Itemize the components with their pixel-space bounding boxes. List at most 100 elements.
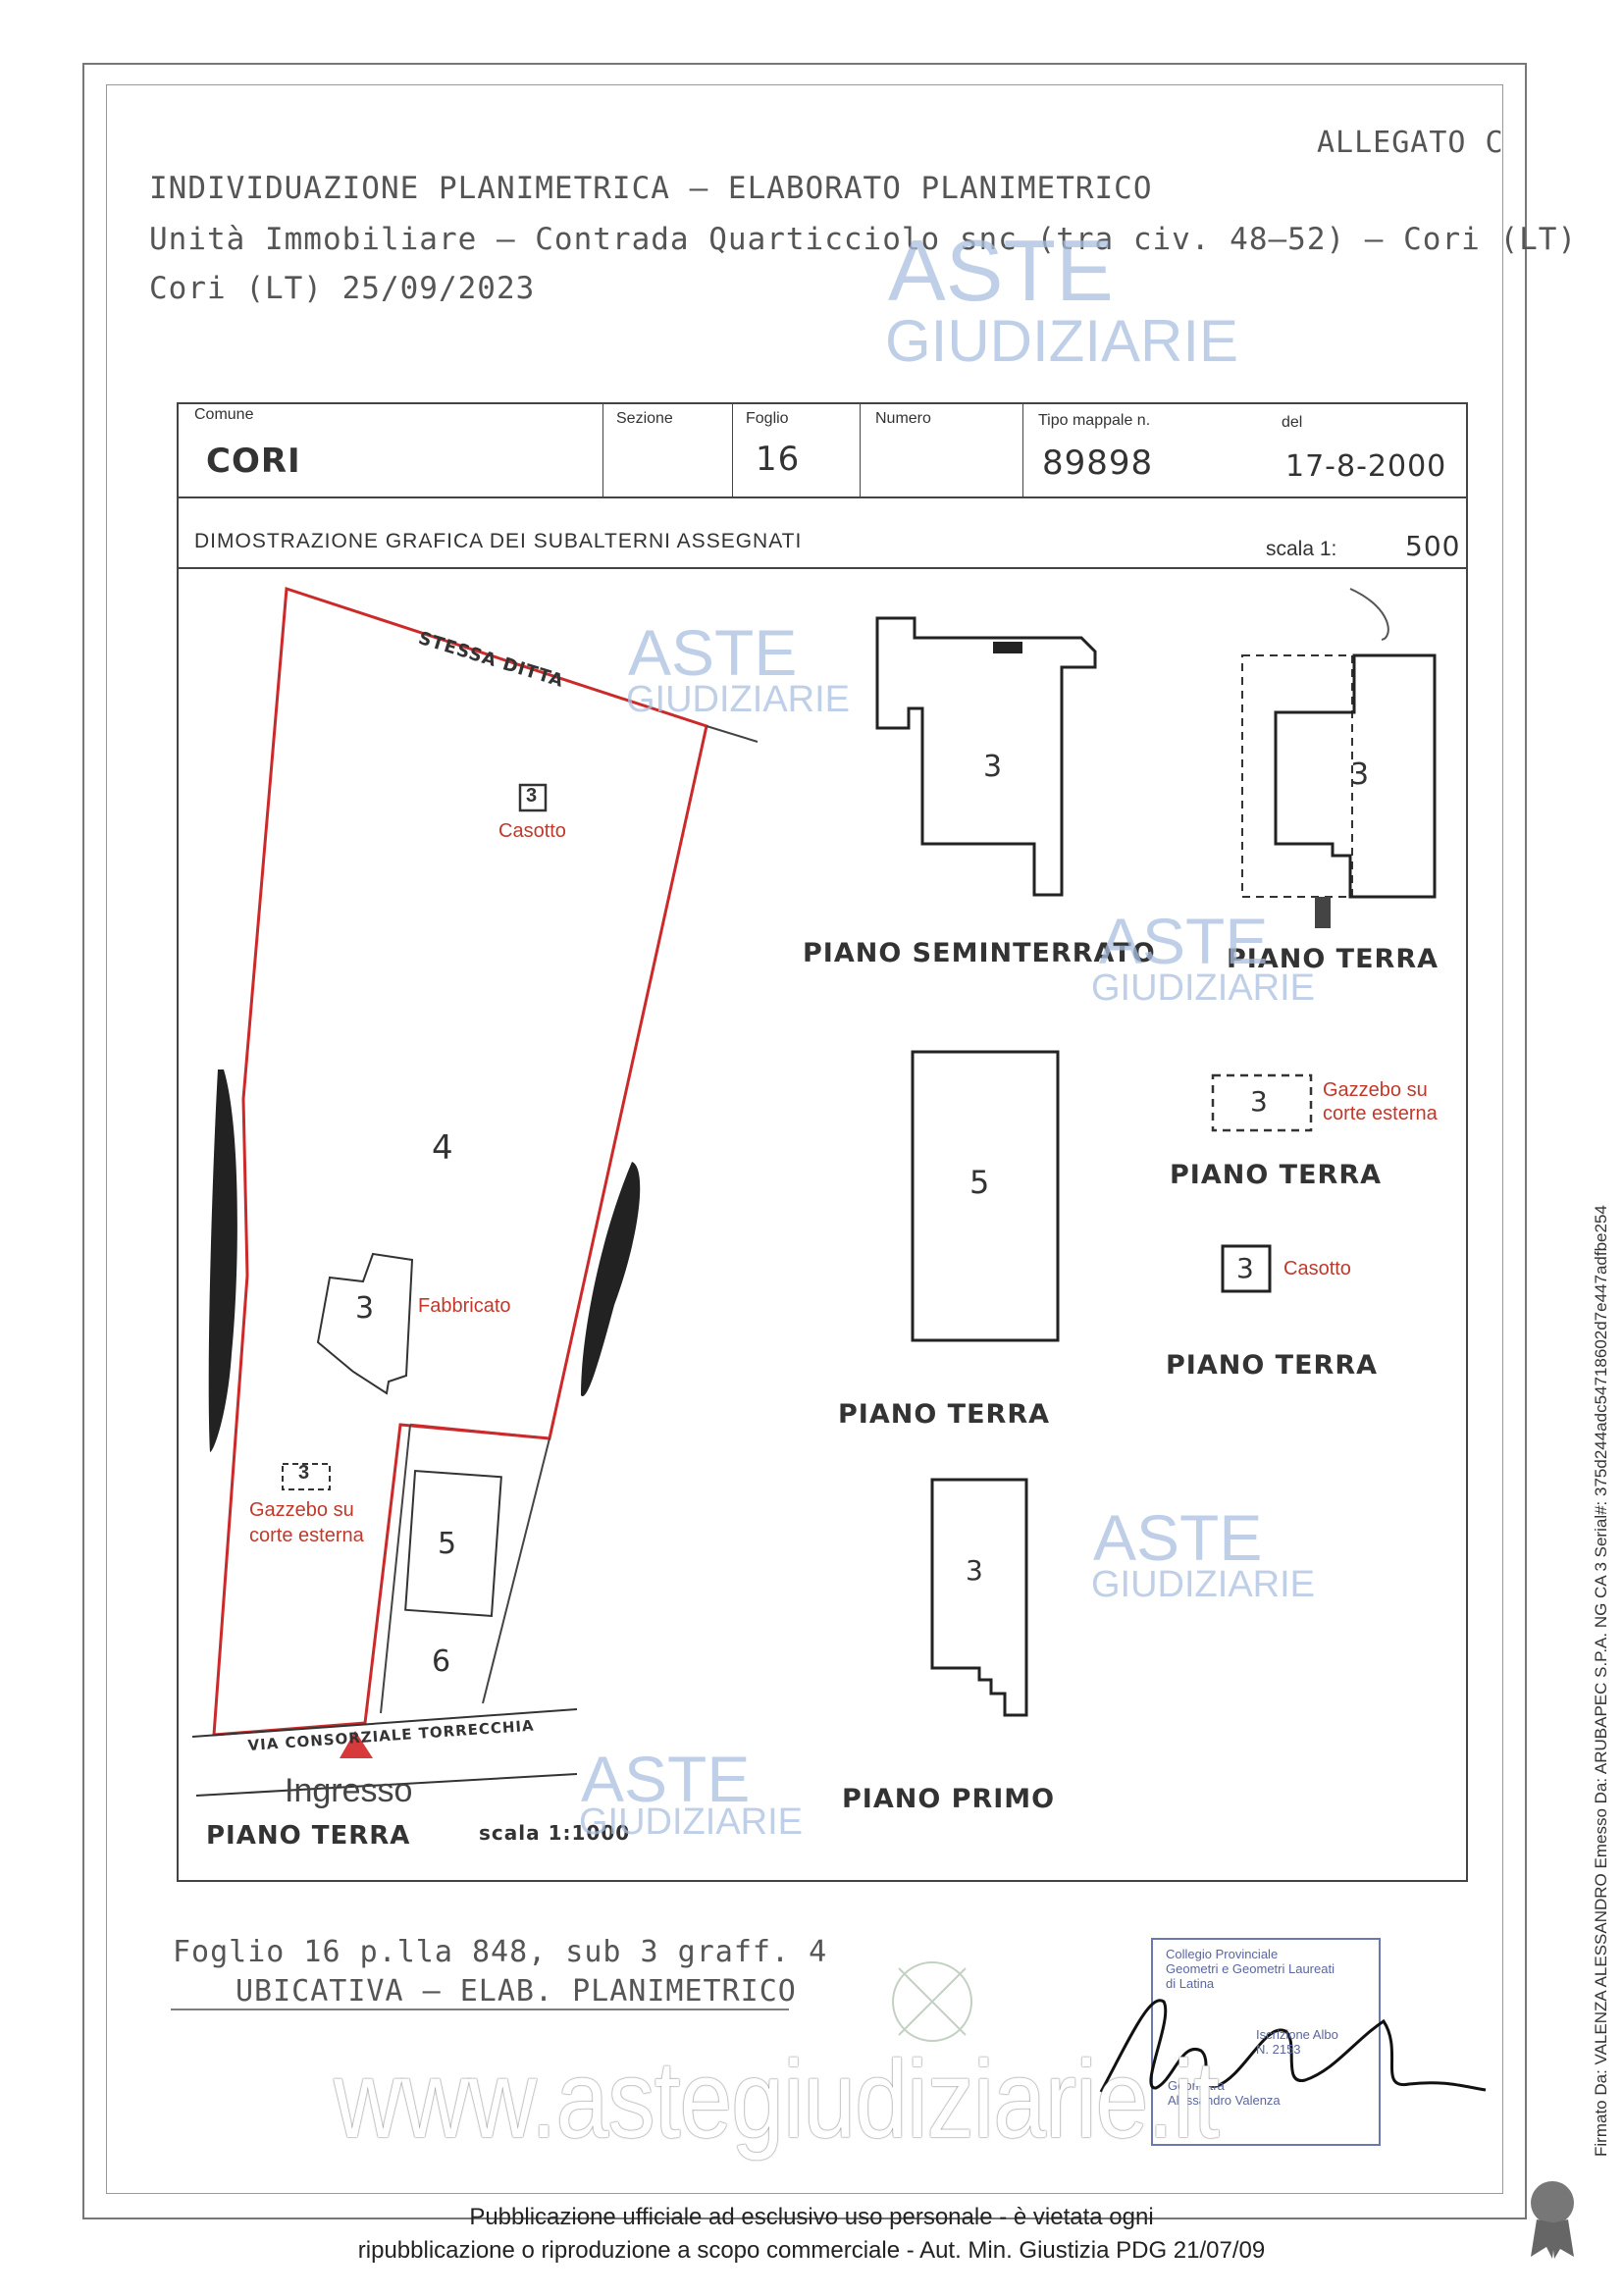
footer-line-2: ripubblicazione o riproduzione a scopo c… — [357, 2237, 1266, 2264]
table-col-divider — [602, 402, 603, 496]
primo-label: PIANO PRIMO — [842, 1784, 1056, 1814]
hedge-right — [581, 1162, 641, 1397]
plan-terra-5 — [911, 1050, 1060, 1342]
lot-boundary — [212, 586, 708, 1737]
attachment-label: ALLEGATO C — [1317, 126, 1504, 160]
gazebo-site-label-2: corte esterna — [249, 1525, 364, 1546]
terra-5-number: 5 — [969, 1164, 991, 1201]
plan-terra-dashed-outline — [1241, 654, 1353, 898]
fabbricato-label: Fabbricato — [418, 1295, 511, 1317]
watermark-aste-3: ASTE — [1093, 1501, 1263, 1574]
seal-icon — [1531, 2181, 1574, 2259]
gazebo-plan-label-1: Gazzebo su — [1323, 1079, 1428, 1101]
tipo-mappale-label: Tipo mappale n. — [1038, 412, 1151, 429]
boundary-extension — [706, 725, 759, 743]
primo-number: 3 — [966, 1554, 984, 1587]
inner-frame — [106, 84, 1503, 2194]
table-divider — [177, 496, 1468, 498]
cadastral-table — [177, 402, 1468, 1882]
caption-line-2: UBICATIVA – ELAB. PLANIMETRICO — [236, 1974, 797, 2009]
section-title: DIMOSTRAZIONE GRAFICA DEI SUBALTERNI ASS… — [194, 530, 803, 552]
watermark-giudiziarie-1: GIUDIZIARIE — [626, 679, 851, 720]
foglio-label: Foglio — [746, 410, 789, 427]
casotto-site-label: Casotto — [498, 820, 566, 842]
digital-signature-info: Firmato Da: VALENZA ALESSANDRO Emesso Da… — [1592, 1205, 1610, 2157]
lot-6-label: 6 — [432, 1644, 452, 1679]
compass-icon — [892, 1961, 972, 2042]
stamp-text-3: Geometra Alessandro Valenza — [1168, 2078, 1281, 2108]
road-line-bottom — [195, 1773, 578, 1797]
comune-label: Comune — [194, 406, 254, 423]
stamp-line: di Latina — [1166, 1976, 1215, 1991]
terra-5-label: PIANO TERRA — [838, 1399, 1051, 1430]
plan-primo — [930, 1478, 1028, 1717]
entrance-label: Ingresso — [285, 1772, 413, 1809]
lot-6-line — [380, 1424, 411, 1714]
terra-c-label: PIANO TERRA — [1166, 1350, 1379, 1381]
stamp-text: Collegio Provinciale Geometri e Geometri… — [1166, 1947, 1335, 1991]
seminterrato-number: 3 — [983, 750, 1004, 784]
watermark-site: www.astegiudiziarie.it — [334, 2038, 1220, 2161]
site-floor-label: PIANO TERRA — [206, 1821, 411, 1851]
gazebo-site-label-1: Gazzebo su — [249, 1499, 354, 1521]
plan-gazebo — [1211, 1073, 1313, 1132]
stamp-line: Geometra — [1168, 2078, 1225, 2093]
site-scale-label: scala 1:1000 — [479, 1821, 631, 1845]
stamp-line: Iscrizione Albo — [1256, 2027, 1338, 2042]
fabbricato-number: 3 — [355, 1291, 376, 1326]
comune-value: CORI — [206, 442, 301, 481]
watermark-aste-header: ASTE — [888, 222, 1114, 319]
stamp-text-2: Iscrizione Albo N. 2153 — [1256, 2027, 1338, 2057]
table-col-divider — [860, 402, 861, 496]
foglio-value: 16 — [756, 440, 801, 479]
watermark-aste-4: ASTE — [581, 1743, 751, 1815]
footer-line-1: Pubblicazione ufficiale ad esclusivo uso… — [469, 2204, 1154, 2230]
stamp-line: N. 2153 — [1256, 2042, 1301, 2057]
gazebo-box — [282, 1463, 331, 1490]
gazebo-plan-number: 3 — [1250, 1085, 1269, 1118]
lot-4-label: 4 — [432, 1128, 454, 1168]
plan-terra-a — [1274, 653, 1437, 899]
sezione-label: Sezione — [616, 410, 673, 427]
watermark-giudiziarie-4: GIUDIZIARIE — [579, 1801, 804, 1843]
building-5 — [404, 1470, 502, 1617]
gazebo-plan-label-2: corte esterna — [1323, 1103, 1438, 1124]
header-title: INDIVIDUAZIONE PLANIMETRICA – ELABORATO … — [149, 171, 1153, 206]
watermark-aste-1: ASTE — [628, 616, 798, 689]
lot-5-label: 5 — [438, 1527, 458, 1561]
terra-a-label: PIANO TERRA — [1227, 944, 1440, 974]
casotto-box — [518, 783, 548, 812]
stamp-line: Geometri e Geometri Laureati — [1166, 1961, 1335, 1976]
plan-terra-a-arc — [1349, 588, 1389, 641]
entrance-marker — [340, 1731, 373, 1758]
table-divider — [177, 567, 1468, 569]
del-value: 17-8-2000 — [1285, 449, 1447, 484]
watermark-aste-2: ASTE — [1099, 905, 1269, 977]
stamp-line: Collegio Provinciale — [1166, 1947, 1279, 1961]
lot-5-boundary — [409, 1423, 550, 1440]
casotto-plan-label: Casotto — [1283, 1258, 1351, 1279]
stamp-box — [1151, 1938, 1381, 2146]
fabbricato-building — [316, 1252, 414, 1395]
lot-6-line — [482, 1437, 550, 1704]
terra-a-number: 3 — [1350, 757, 1371, 792]
casotto-site-number: 3 — [526, 785, 538, 807]
caption-line-1: Foglio 16 p.lla 848, sub 3 graff. 4 — [173, 1935, 828, 1969]
watermark-giudiziarie-header: GIUDIZIARIE — [885, 308, 1239, 374]
table-col-divider — [1022, 402, 1023, 496]
header-unit: Unità Immobiliare – Contrada Quarticciol… — [149, 222, 1578, 257]
del-label: del — [1282, 414, 1303, 431]
casotto-plan-number: 3 — [1236, 1252, 1255, 1284]
plan-terra-a-stair — [1315, 897, 1331, 928]
plan-casotto — [1221, 1244, 1272, 1293]
gazebo-site-number: 3 — [298, 1462, 310, 1484]
outer-frame — [82, 63, 1527, 2219]
watermark-giudiziarie-3: GIUDIZIARIE — [1091, 1564, 1316, 1605]
signature-scribble — [1099, 1999, 1487, 2093]
plan-seminterrato-detail — [993, 642, 1022, 653]
plan-seminterrato — [875, 616, 1097, 897]
table-col-divider — [732, 402, 733, 496]
numero-label: Numero — [875, 410, 931, 427]
watermark-giudiziarie-2: GIUDIZIARIE — [1091, 967, 1316, 1009]
